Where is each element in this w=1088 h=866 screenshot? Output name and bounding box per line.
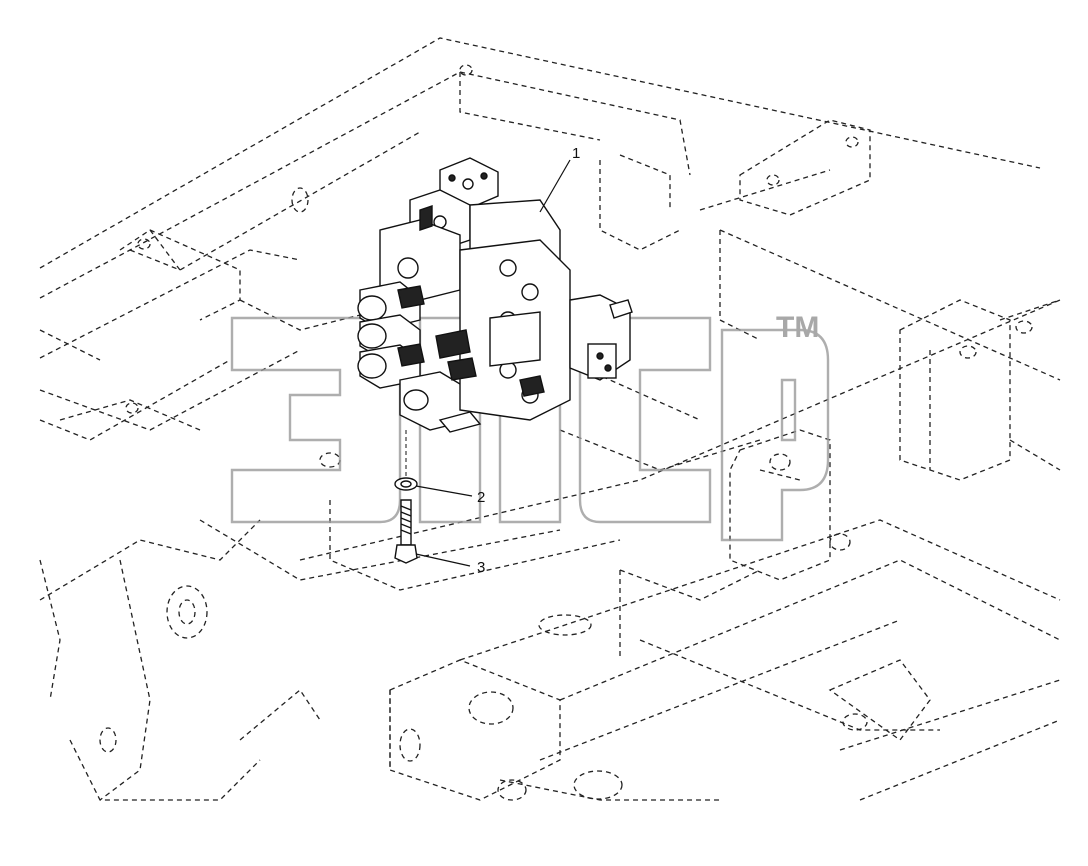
washer-part: [394, 477, 418, 491]
callout-3: 3: [477, 559, 485, 576]
callout-1: 1: [572, 145, 580, 162]
bolt-part: [394, 499, 418, 564]
chassis-frame-phantom: [39, 37, 1061, 801]
control-valve-assembly: [357, 157, 633, 433]
leader-line-1: [539, 159, 571, 213]
leader-line-3: [415, 553, 471, 567]
leader-line-2: [415, 485, 473, 497]
callout-2: 2: [477, 489, 485, 506]
watermark-tm: TM: [776, 311, 819, 344]
